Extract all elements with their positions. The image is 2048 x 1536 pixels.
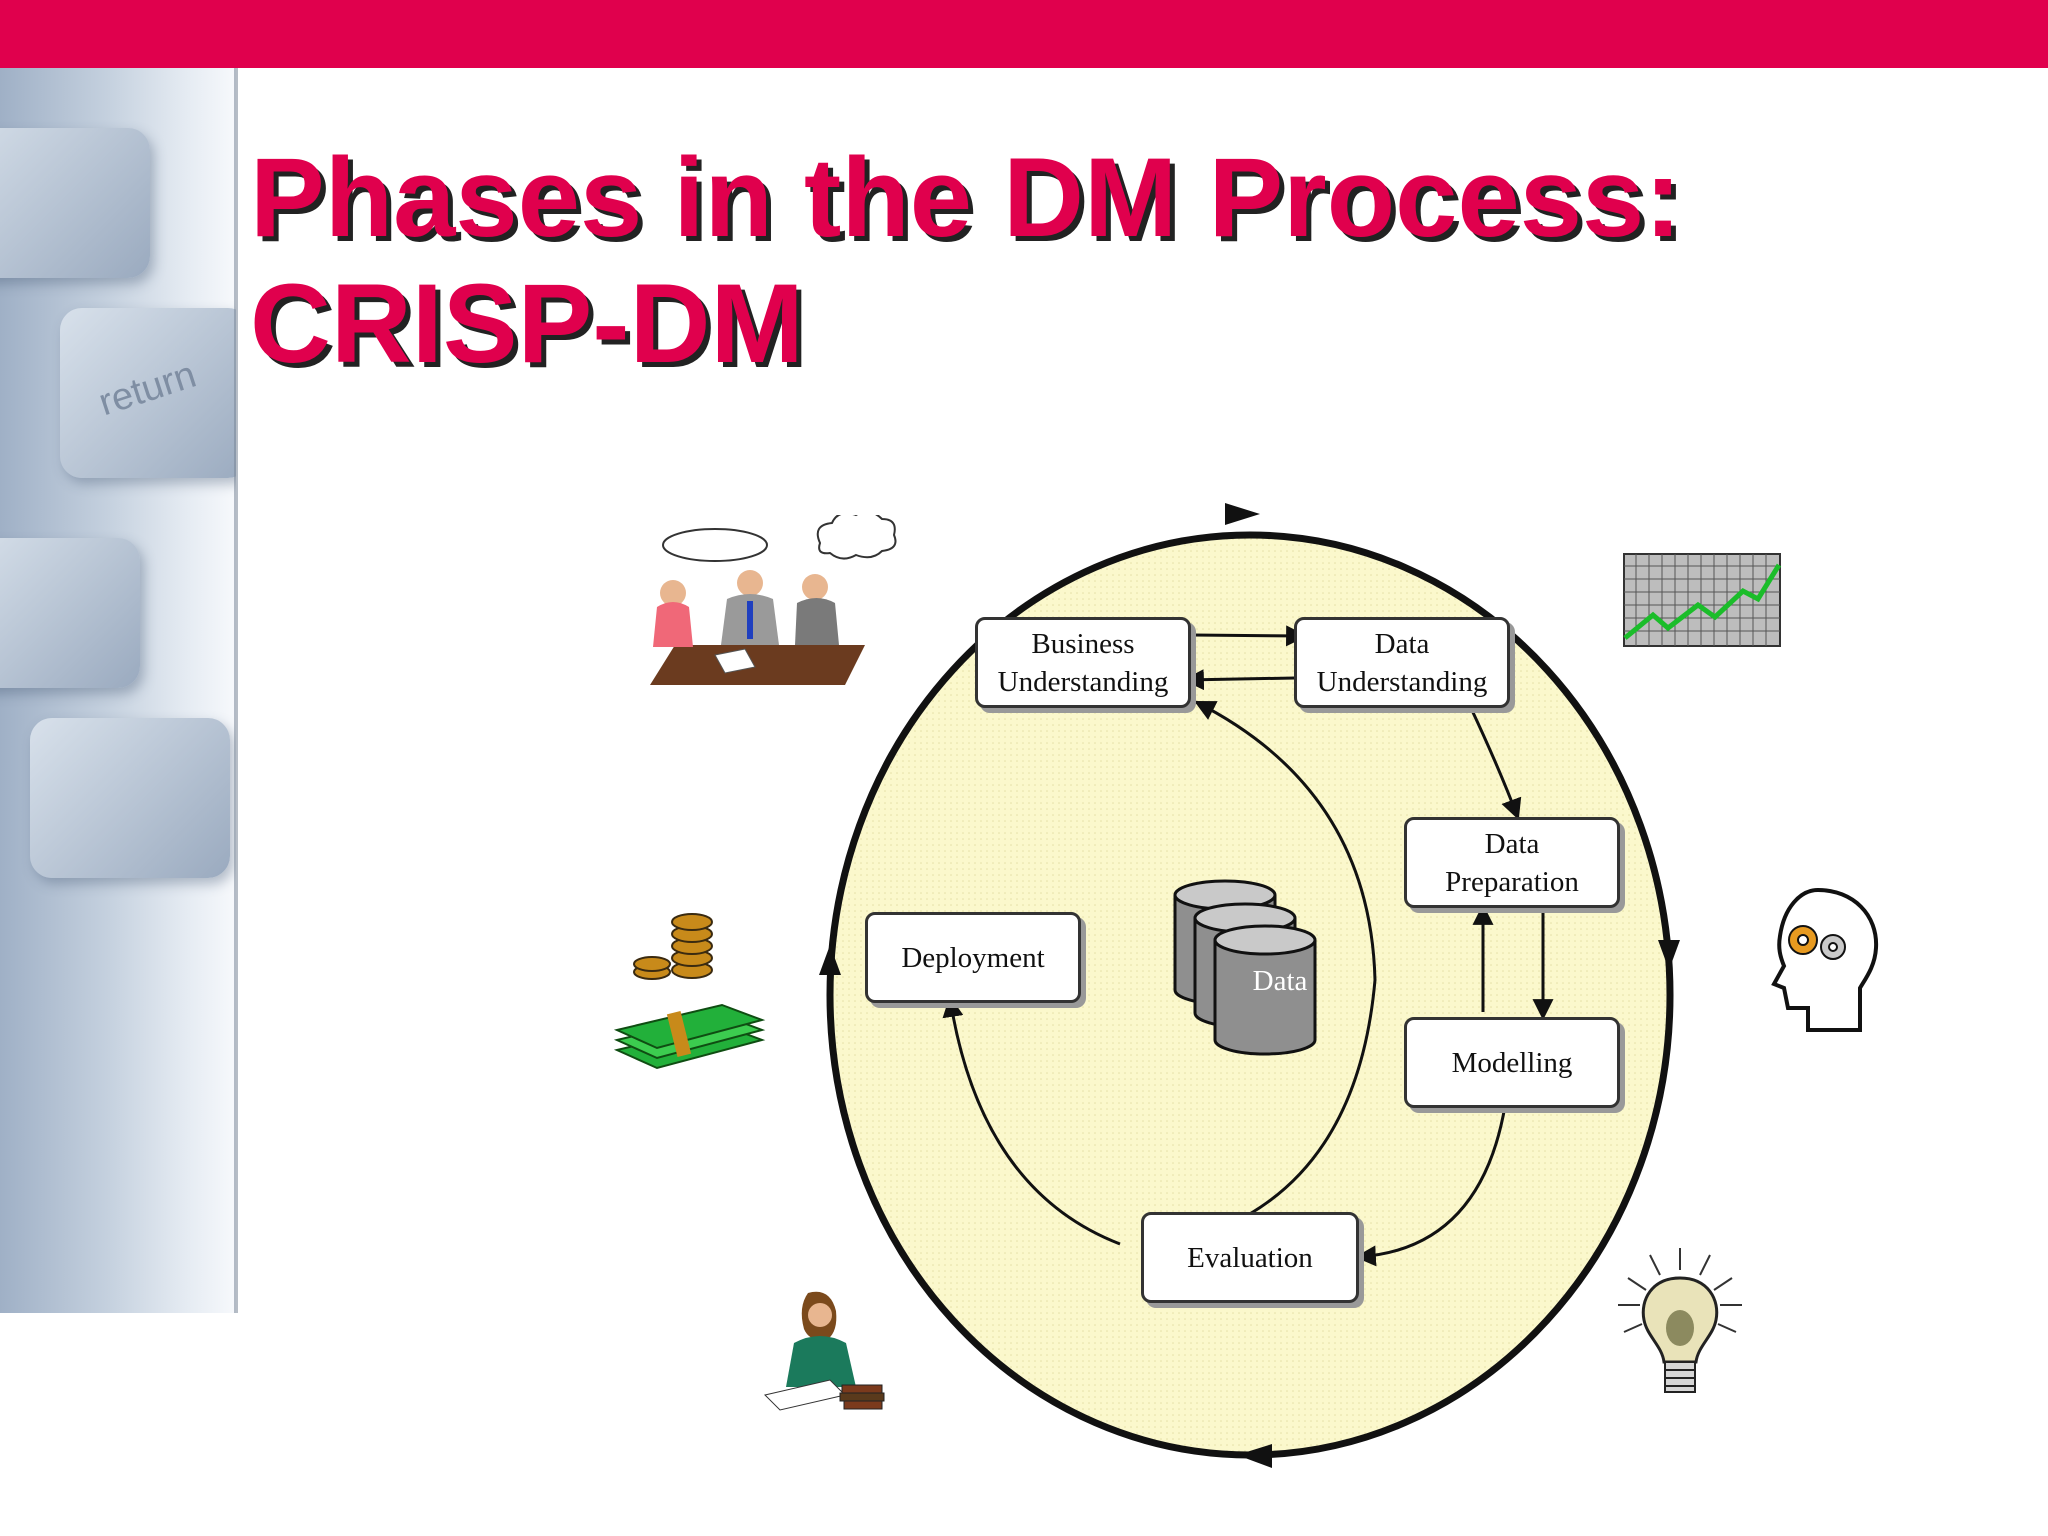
- phase-label: Data: [1484, 827, 1540, 860]
- title-line-1: Phases in the DM Process:: [250, 135, 1682, 260]
- phase-evaluation: Evaluation: [1141, 1212, 1359, 1303]
- phase-data-understanding: Data Understanding: [1294, 617, 1510, 708]
- crisp-dm-diagram: Data Business Understanding Data Underst…: [600, 470, 1900, 1470]
- meeting-clipart: [650, 515, 897, 685]
- top-accent-bar: [0, 0, 2048, 68]
- head-gears-clipart: [1771, 887, 1879, 1032]
- strip-divider: [234, 68, 238, 1313]
- arrow-model-to-eval: [1354, 1105, 1507, 1267]
- money-clipart: [613, 913, 766, 1070]
- outer-arrow-right: [1658, 940, 1680, 970]
- writing-person-clipart: [764, 1291, 885, 1411]
- phase-deployment: Deployment: [865, 912, 1081, 1003]
- growth-chart-clipart: [1623, 553, 1782, 647]
- phase-label: Deployment: [901, 941, 1045, 974]
- arrow-bu-to-du: [1191, 625, 1308, 647]
- keyboard-background-strip: return: [0, 68, 236, 1313]
- data-store-cylinders: [1173, 879, 1317, 1056]
- title-line-2: CRISP-DM: [250, 261, 804, 386]
- phase-arrows: [942, 625, 1554, 1267]
- arrow-du-to-prep: [1468, 705, 1522, 820]
- phase-business-understanding: Business Understanding: [975, 617, 1191, 708]
- arrow-eval-to-bu: [1194, 700, 1377, 1217]
- outer-arrow-bottom: [1237, 1444, 1272, 1468]
- phase-label: Business: [1031, 627, 1135, 660]
- data-store-label: Data: [1252, 965, 1308, 997]
- outer-arrow-left: [819, 945, 841, 975]
- phase-label: Preparation: [1445, 865, 1579, 898]
- slide-title: Phases in the DM Process: CRISP-DM: [250, 135, 2010, 387]
- phase-modelling: Modelling: [1404, 1017, 1620, 1108]
- phase-label: Understanding: [1316, 665, 1488, 698]
- phase-label: Data: [1374, 627, 1430, 660]
- arrow-eval-to-deploy: [942, 995, 1121, 1246]
- cycle-graphic: [819, 503, 1680, 1468]
- phase-data-preparation: Data Preparation: [1404, 817, 1620, 908]
- phase-label: Evaluation: [1187, 1241, 1313, 1274]
- phase-label: Modelling: [1451, 1046, 1573, 1079]
- outer-arrow-top: [1225, 503, 1260, 525]
- phase-label: Understanding: [997, 665, 1169, 698]
- arrow-du-to-bu: [1182, 669, 1296, 691]
- light-bulb-clipart: [1618, 1248, 1742, 1393]
